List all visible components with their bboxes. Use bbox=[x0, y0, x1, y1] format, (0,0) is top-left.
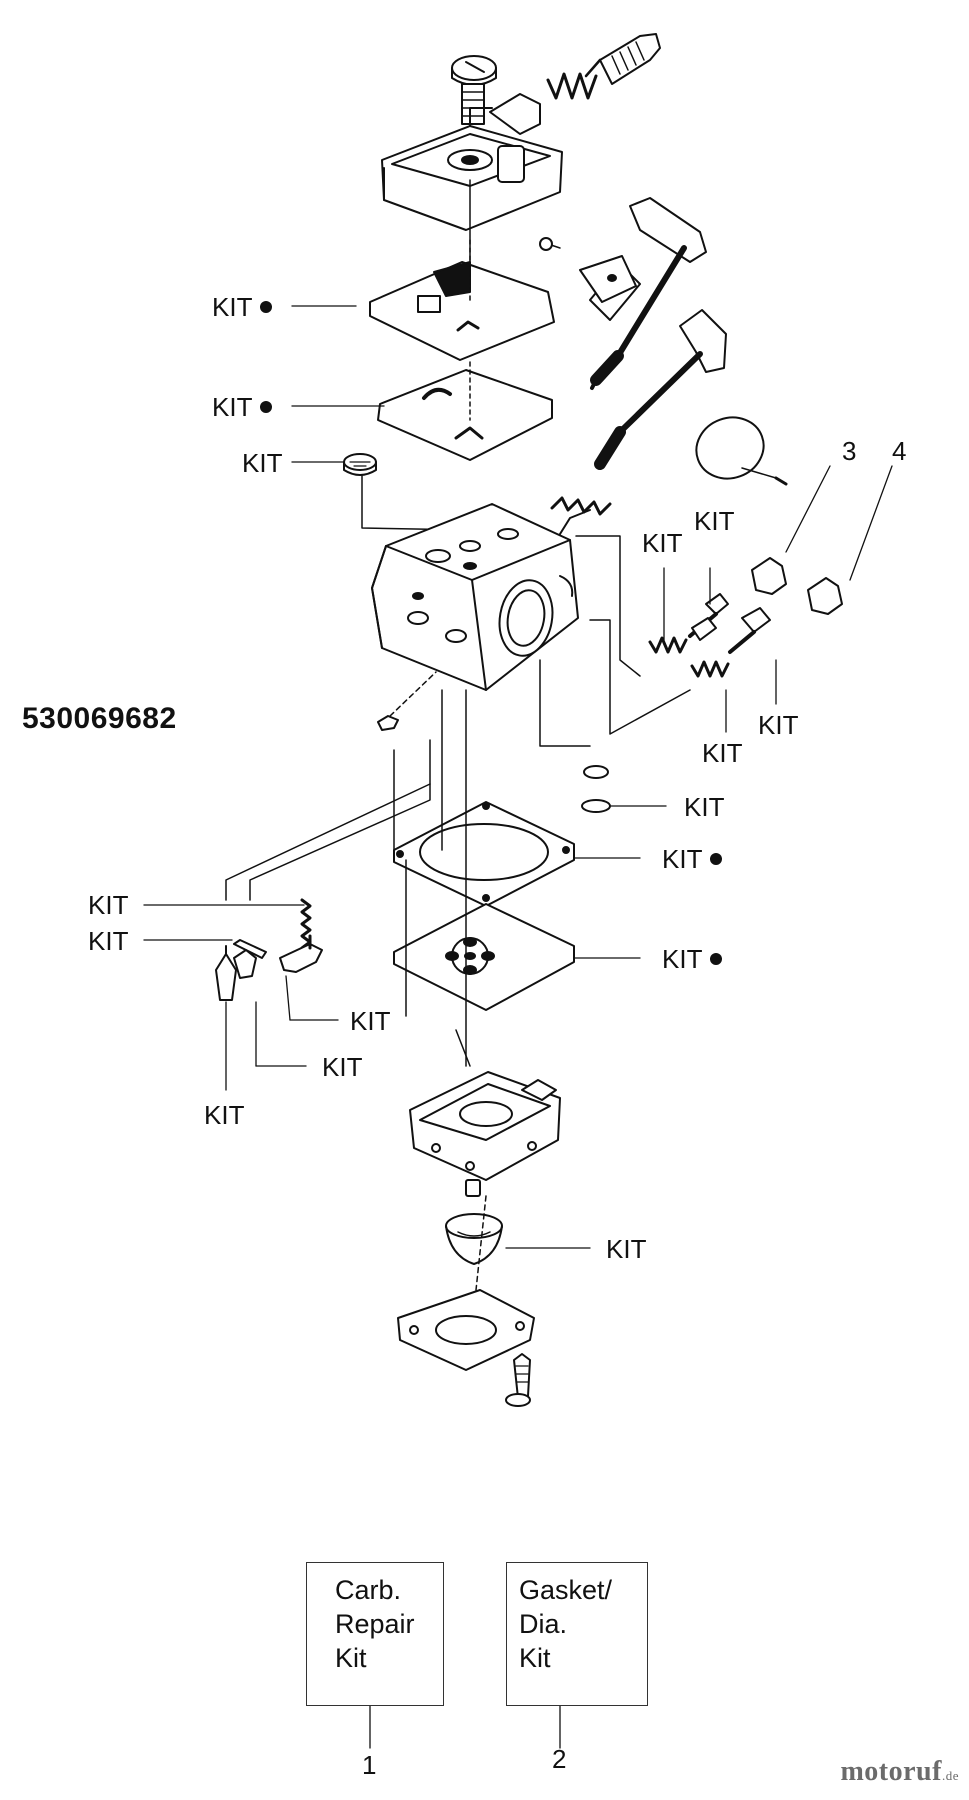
ref-number-3: 3 bbox=[842, 436, 857, 466]
top-cover-part bbox=[381, 93, 563, 231]
motoruf-watermark: motoruf.de bbox=[840, 1756, 959, 1787]
kit-box-line: Kit bbox=[519, 1643, 551, 1673]
kit-callout-screen: KIT bbox=[242, 448, 283, 478]
carburetor-body-part bbox=[371, 503, 579, 691]
kit-box-line: Gasket/ bbox=[519, 1575, 613, 1605]
primer-retainer-part bbox=[397, 1289, 535, 1371]
kit-callout-metering-spring: KIT bbox=[88, 890, 129, 920]
shaft-spring-part bbox=[550, 496, 612, 535]
metering-spring-part bbox=[300, 898, 312, 950]
gasket-kit-dot bbox=[260, 301, 273, 314]
kit-callout-lever-pin: KIT bbox=[88, 926, 129, 956]
carb-repair-kit-box: Carb. Repair Kit bbox=[306, 1562, 444, 1706]
kit-callout-spring-lower: KIT bbox=[702, 738, 743, 768]
kit-callout-pump-diaphragm: KIT bbox=[662, 946, 723, 972]
ref-number-4: 4 bbox=[892, 436, 907, 466]
kit-callout-primer-bulb: KIT bbox=[606, 1234, 647, 1264]
kit-callout-diaphragm: KIT bbox=[212, 394, 273, 420]
inlet-needle-part bbox=[215, 945, 237, 1001]
retainer-screw-part bbox=[505, 1353, 531, 1407]
kit-box-line: Kit bbox=[335, 1643, 367, 1673]
kit-box-line: Repair bbox=[335, 1609, 415, 1639]
kit-callout-needle-upper: KIT bbox=[694, 506, 735, 536]
idle-needle-part bbox=[584, 33, 661, 85]
choke-shaft-part bbox=[594, 309, 727, 470]
kit-callout-metering-lever: KIT bbox=[350, 1006, 391, 1036]
choke-plate-part bbox=[695, 416, 788, 486]
idle-spring-part bbox=[546, 72, 598, 100]
needle-lever-screw-part bbox=[233, 949, 257, 979]
kit-callout-spring-upper: KIT bbox=[642, 528, 683, 558]
kit-box-line: Dia. bbox=[519, 1609, 568, 1639]
metering-diaphragm-part bbox=[377, 361, 553, 461]
fuel-pump-gasket-part bbox=[393, 801, 575, 907]
gasket-dia-kit-box: Gasket/ Dia. Kit bbox=[506, 1562, 648, 1706]
high-speed-needle-part bbox=[688, 593, 729, 641]
kit-callout-top-gasket: KIT bbox=[212, 294, 273, 320]
leader-lines bbox=[143, 305, 893, 1749]
high-speed-spring-part bbox=[648, 636, 688, 654]
throttle-plate-part bbox=[539, 237, 637, 303]
kit-callout-needle-lower: KIT bbox=[758, 710, 799, 740]
low-speed-spring-part bbox=[690, 660, 730, 678]
fuel-pump-diaphragm-part bbox=[393, 903, 575, 1011]
kit-callout-inlet-needle: KIT bbox=[204, 1100, 245, 1130]
metering-gasket-part bbox=[369, 239, 555, 361]
primer-bulb-part bbox=[445, 1179, 503, 1265]
retaining-clip-part bbox=[377, 671, 437, 731]
kit-box-number-1: 1 bbox=[362, 1750, 377, 1780]
kit-box-line: Carb. bbox=[335, 1575, 402, 1605]
metering-lever-part bbox=[279, 934, 323, 973]
gasket-kit-dot bbox=[710, 953, 723, 966]
gasket-kit-dot bbox=[710, 853, 723, 866]
gasket-kit-dot bbox=[260, 401, 273, 414]
kit-callout-pump-gasket: KIT bbox=[662, 846, 723, 872]
low-speed-needle-part bbox=[728, 607, 771, 654]
needle-lever-pin-part bbox=[233, 939, 267, 959]
pump-cover-part bbox=[409, 1071, 561, 1181]
kit-callout-lever-screw: KIT bbox=[322, 1052, 363, 1082]
limiter-cap-part bbox=[751, 557, 843, 615]
inlet-screen-part bbox=[343, 453, 471, 531]
kit-callout-filter: KIT bbox=[684, 792, 725, 822]
kit-box-number-2: 2 bbox=[552, 1744, 567, 1774]
top-screw-part bbox=[451, 55, 497, 125]
part-number: 530069682 bbox=[22, 702, 177, 735]
